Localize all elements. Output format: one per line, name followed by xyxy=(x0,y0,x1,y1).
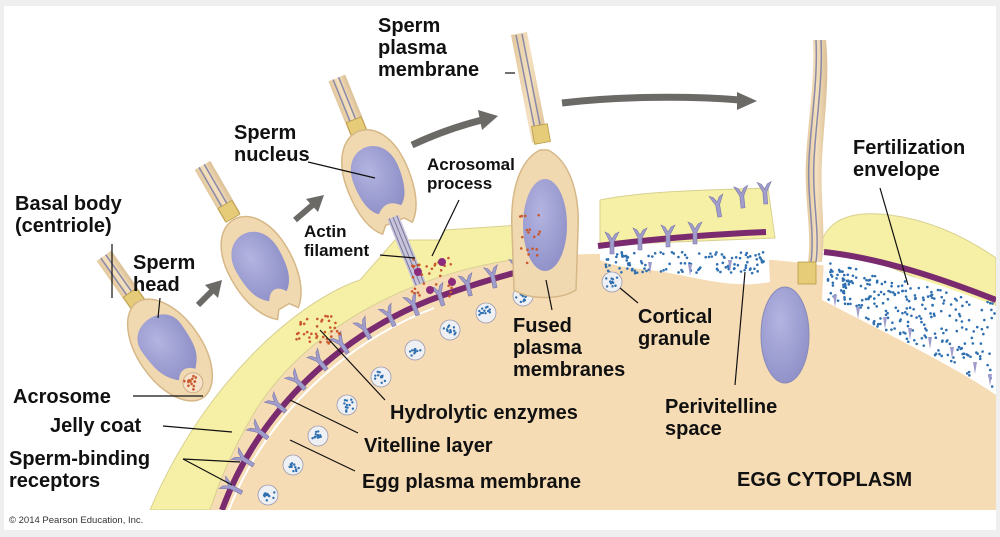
receptor xyxy=(328,330,350,355)
fertilization-envelope xyxy=(823,249,996,303)
vitelline-layer-middle xyxy=(597,229,767,249)
receptor xyxy=(263,390,288,414)
receptor xyxy=(604,231,620,255)
egg-spike xyxy=(856,307,860,319)
label-egg-cytoplasm: EGG CYTOPLASM xyxy=(737,469,913,491)
receptor xyxy=(632,227,648,251)
label-sperm-head: Sperm head xyxy=(133,252,196,296)
egg-spike xyxy=(928,337,932,349)
fusion-blob xyxy=(426,286,434,294)
label-sperm-plasma-membrane: Sperm plasma membrane xyxy=(378,15,480,81)
receptor xyxy=(708,193,724,218)
receptor xyxy=(660,224,676,248)
label-vitelline-layer: Vitelline layer xyxy=(364,435,493,457)
sperm-3 xyxy=(328,74,426,287)
fusion-blob xyxy=(448,278,456,286)
fusion-blob xyxy=(438,258,446,266)
receptor xyxy=(482,264,498,289)
label-acrosome: Acrosome xyxy=(13,386,111,408)
label-cortical-granule: Cortical granule xyxy=(638,306,713,350)
label-fused-plasma-membranes: Fused plasma membranes xyxy=(513,315,626,381)
perivitelline-granules xyxy=(604,250,996,388)
egg-spike xyxy=(950,347,954,359)
sperm-5 xyxy=(760,39,828,384)
egg-spike xyxy=(908,328,912,340)
sperm-binding-receptors xyxy=(218,180,992,495)
vitelline-layer xyxy=(219,259,561,510)
sperm-4 xyxy=(511,32,579,299)
receptor xyxy=(352,315,373,341)
label-hydrolytic-enzymes: Hydrolytic enzymes xyxy=(390,402,578,424)
receptor xyxy=(756,180,772,205)
sperm-2 xyxy=(194,160,302,321)
receptor xyxy=(218,475,244,495)
label-sperm-binding-receptors: Sperm-binding receptors xyxy=(9,448,151,492)
receptor xyxy=(687,221,703,245)
label-acrosomal-process: Acrosomal process xyxy=(427,155,515,193)
receptor xyxy=(402,291,420,317)
receptor xyxy=(230,446,255,468)
receptor xyxy=(305,347,329,372)
receptor xyxy=(283,367,307,392)
egg-spike xyxy=(688,264,692,276)
label-egg-plasma-membrane: Egg plasma membrane xyxy=(362,471,581,493)
label-basal-body: Basal body (centriole) xyxy=(15,193,122,237)
egg-spike xyxy=(833,295,837,307)
receptor xyxy=(733,184,749,209)
egg-spike xyxy=(648,262,652,274)
leader-lines xyxy=(111,72,909,486)
receptor xyxy=(245,418,270,441)
label-actin-filament: Actin filament xyxy=(304,222,370,260)
hydrolytic-enzymes-sperm3 xyxy=(410,256,456,298)
egg-spike xyxy=(973,362,977,374)
label-fertilization-envelope: Fertilization envelope xyxy=(853,137,966,181)
copyright-notice: © 2014 Pearson Education, Inc. xyxy=(9,515,144,526)
hydrolytic-enzyme-cloud xyxy=(295,314,342,345)
receptor xyxy=(377,302,397,328)
egg-spike xyxy=(728,260,732,272)
cortical-granule xyxy=(282,454,304,476)
egg-spike xyxy=(883,317,887,329)
egg-spike xyxy=(988,374,992,386)
sperm-1 xyxy=(96,250,214,402)
fusion-blob xyxy=(414,268,422,276)
label-perivitelline-space: Perivitelline space xyxy=(665,396,778,440)
label-jelly-coat: Jelly coat xyxy=(50,415,142,437)
progression-arrows xyxy=(195,92,757,308)
label-sperm-nucleus: Sperm nucleus xyxy=(234,122,310,166)
receptor xyxy=(457,271,473,297)
